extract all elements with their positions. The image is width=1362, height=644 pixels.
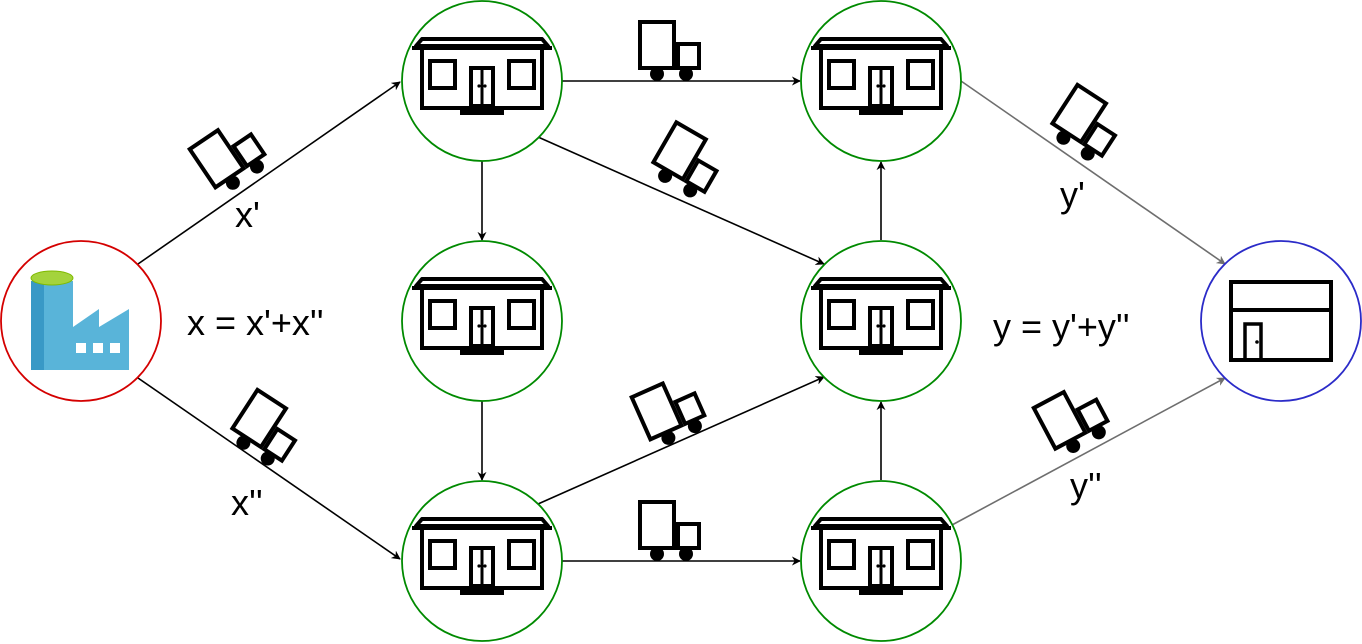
truck-icon: [187, 114, 274, 201]
truck-icon: [638, 500, 701, 563]
label-x-double-prime: x'': [231, 482, 263, 523]
edge-w2-to-store: [960, 80, 1226, 265]
warehouse-node-3: [401, 240, 563, 402]
label-y-prime: y': [1060, 174, 1085, 215]
edge-w4-to-w5: [537, 376, 825, 505]
factory-node: [0, 240, 162, 402]
edges: [137, 76, 1226, 566]
store-icon: [1229, 280, 1333, 362]
factory-icon: [30, 270, 129, 370]
truck-icon: [629, 371, 712, 454]
truck-icon: [638, 20, 701, 83]
warehouse-node-6: [800, 480, 962, 642]
warehouse-node-4: [401, 480, 563, 642]
warehouse-node-1: [401, 0, 563, 162]
truck-icon: [1043, 82, 1129, 169]
truck-icon: [1034, 380, 1114, 460]
label-x-equation: x = x'+x'': [187, 302, 324, 343]
edge-factory-to-w4: [137, 377, 401, 560]
trucks: [187, 20, 1129, 563]
warehouse-node-5: [800, 240, 962, 402]
label-x-prime: x': [235, 194, 260, 235]
truck-icon: [223, 387, 309, 474]
warehouse-node-2: [800, 0, 962, 162]
label-y-double-prime: y'': [1070, 465, 1102, 506]
store-node: [1200, 240, 1362, 402]
label-y-equation: y = y'+y'': [993, 306, 1130, 347]
edge-w1-to-w5: [537, 136, 825, 265]
edge-factory-to-w1: [137, 81, 401, 265]
edge-w6-to-store: [951, 377, 1226, 526]
